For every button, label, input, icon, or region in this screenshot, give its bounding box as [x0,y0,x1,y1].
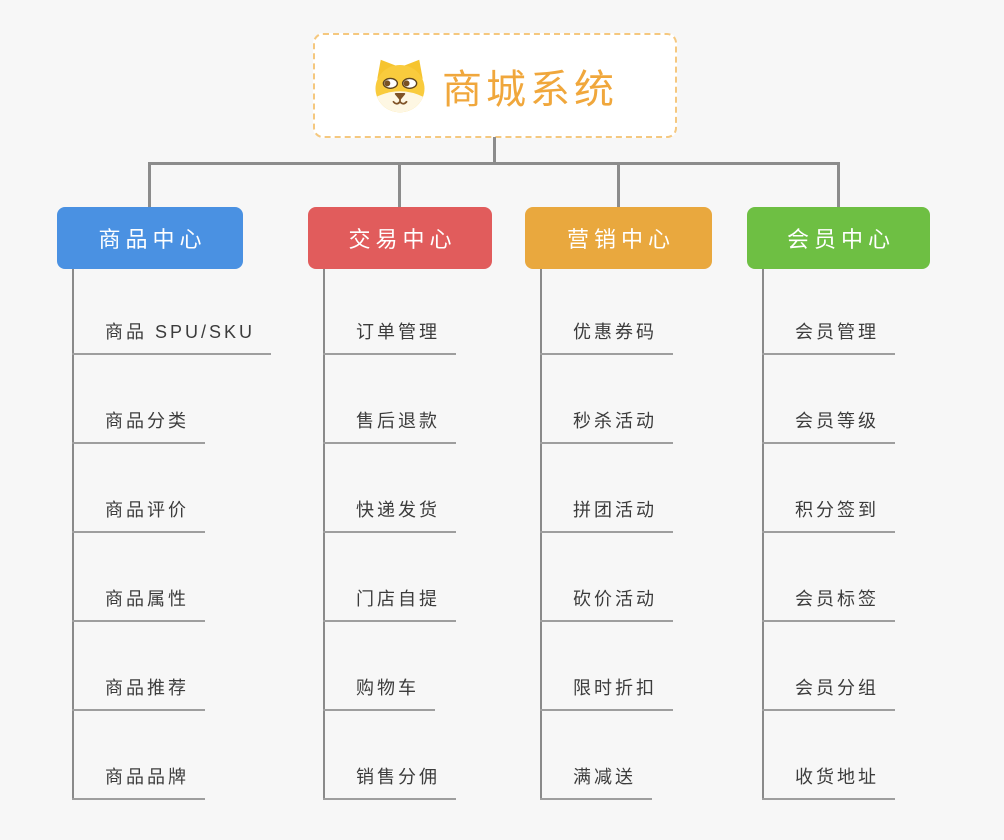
connector-stem [493,137,496,164]
leaf-topic[interactable]: 商品品牌 [72,765,205,800]
connector-drop-1 [148,162,151,208]
connector-drop-3 [617,162,620,208]
connector-bus [148,162,840,165]
leaf-topic[interactable]: 砍价活动 [540,587,673,622]
connector-drop-4 [837,162,840,208]
branch-trunk-line [323,269,325,800]
leaf-topic[interactable]: 会员管理 [762,320,895,355]
root-title: 商城系统 [442,67,618,112]
branch-node-trade-center[interactable]: 交易中心 [308,207,492,269]
leaf-topic[interactable]: 会员分组 [762,676,895,711]
leaf-topic[interactable]: 优惠券码 [540,320,673,355]
leaf-topic[interactable]: 商品评价 [72,498,205,533]
leaf-topic[interactable]: 购物车 [323,676,435,711]
leaf-topic[interactable]: 订单管理 [323,320,456,355]
leaf-topic[interactable]: 积分签到 [762,498,895,533]
leaf-topic[interactable]: 销售分佣 [323,765,456,800]
root-topic[interactable]: 商城系统 [313,33,677,138]
branch-trunk-line [762,269,764,800]
leaf-topic[interactable]: 商品 SPU/SKU [72,320,272,355]
branch-node-product-center[interactable]: 商品中心 [57,207,243,269]
leaf-topic[interactable]: 商品属性 [72,587,205,622]
leaf-topic[interactable]: 收货地址 [762,765,895,800]
leaf-topic[interactable]: 满减送 [540,765,652,800]
branch-node-marketing-center[interactable]: 营销中心 [525,207,712,269]
leaf-topic[interactable]: 商品推荐 [72,676,205,711]
branch-trade-center: 交易中心 订单管理 售后退款 快递发货 门店自提 购物车 销售分佣 [308,207,492,807]
leaf-topic[interactable]: 门店自提 [323,587,456,622]
branch-trunk-line [540,269,542,800]
leaf-topic[interactable]: 拼团活动 [540,498,673,533]
branch-trunk-line [72,269,74,800]
connector-drop-2 [398,162,401,208]
branch-member-center: 会员中心 会员管理 会员等级 积分签到 会员标签 会员分组 收货地址 [747,207,930,807]
leaf-topic[interactable]: 会员等级 [762,409,895,444]
leaf-topic[interactable]: 秒杀活动 [540,409,673,444]
branch-marketing-center: 营销中心 优惠券码 秒杀活动 拼团活动 砍价活动 限时折扣 满减送 [525,207,712,807]
leaf-topic[interactable]: 会员标签 [762,587,895,622]
leaf-topic[interactable]: 快递发货 [323,498,456,533]
dog-face-icon [372,58,428,114]
leaf-topic[interactable]: 商品分类 [72,409,205,444]
leaf-topic[interactable]: 售后退款 [323,409,456,444]
leaf-topic[interactable]: 限时折扣 [540,676,673,711]
branch-product-center: 商品中心 商品 SPU/SKU 商品分类 商品评价 商品属性 商品推荐 商品品牌 [57,207,272,807]
branch-node-member-center[interactable]: 会员中心 [747,207,930,269]
